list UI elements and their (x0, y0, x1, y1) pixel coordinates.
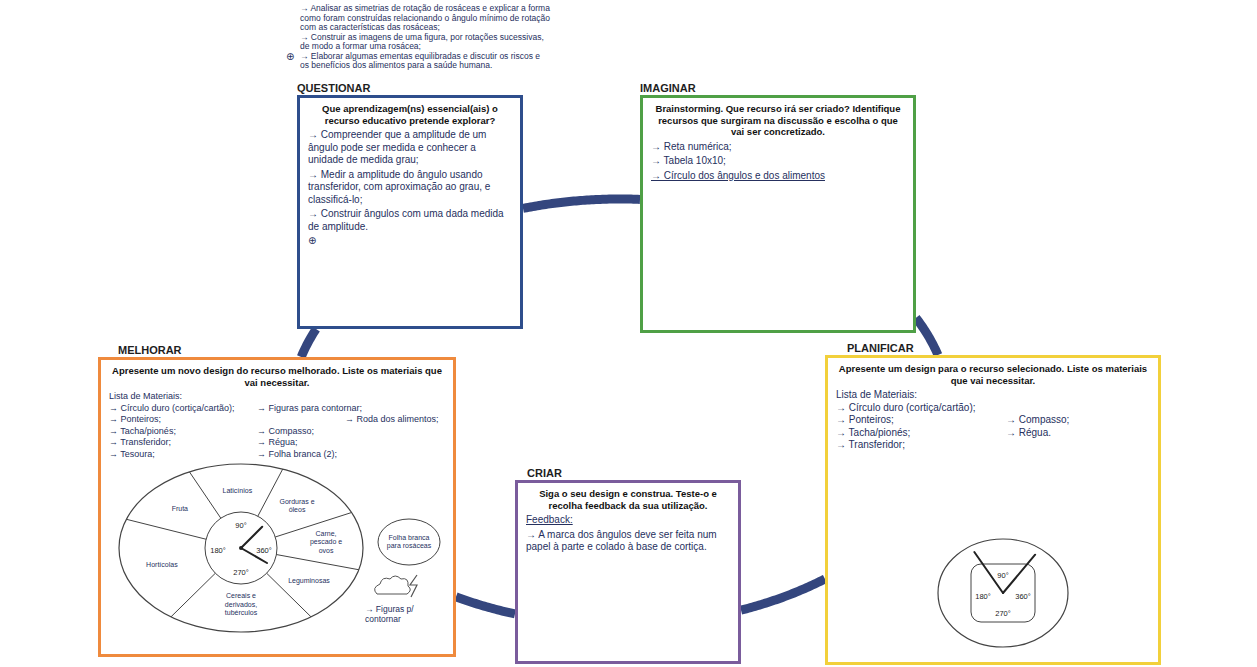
materials-list: → Círculo duro (cortiça/cartão);→ Pontei… (836, 402, 1150, 452)
angle-circle-node: 90° 180° 360° 270° (936, 537, 1070, 649)
prompt-text: Siga o seu design e construa. Teste-o e … (526, 488, 730, 511)
stage-heading: QUESTIONAR (297, 81, 523, 95)
material-item: → Ponteiros; (836, 414, 1006, 427)
material-item: → Transferidor; (109, 437, 257, 449)
sketch-note: → Figuras p/ contornar (365, 604, 445, 624)
handwritten-note: Feedback: (526, 514, 730, 527)
objectives-note: → Analisar as simetrias de rotação de ro… (300, 4, 550, 71)
cycle-connector (741, 579, 825, 610)
sector-label: Fruta (172, 505, 188, 513)
objective-line: → Construir as imagens de uma figura, po… (300, 33, 550, 52)
angle-label: 180° (210, 546, 226, 555)
handwritten-note: → Construir ângulos com uma dada medida … (308, 208, 512, 233)
material-item: → Régua. (1006, 427, 1150, 440)
stage-box: CRIAR Siga o seu design e construa. Teste… (515, 466, 741, 664)
sector-label: Hortícolas (146, 561, 178, 569)
material-item: → Círculo duro (cortiça/cartão); (836, 402, 1006, 415)
handwritten-note: ⊕ (308, 235, 512, 248)
shape-outline (936, 537, 1070, 649)
angle-label: 360° (256, 546, 272, 555)
stage-heading: CRIAR (515, 466, 741, 480)
prompt-text: Que aprendizagem(ns) essencial(ais) o re… (308, 103, 512, 126)
material-item: → Figuras para contornar; (257, 403, 445, 415)
handwritten-note: → Círculo dos ângulos e dos alimentos (651, 170, 905, 183)
prompt-text: Apresente um design para o recurso selec… (836, 363, 1150, 386)
sector-label: Laticínios (223, 487, 253, 495)
angle-label: 270° (233, 568, 249, 577)
box-frame: Apresente um novo design do recurso melh… (98, 357, 456, 657)
material-item: → Régua; (257, 437, 345, 449)
angle-circle (205, 512, 277, 584)
objective-line: → Analisar as simetrias de rotação de ro… (300, 4, 550, 33)
box-frame: Apresente um design para o recurso selec… (825, 355, 1161, 665)
material-item: → Compasso; (257, 426, 345, 438)
cycle-connector (523, 199, 640, 208)
food-wheel (119, 464, 363, 632)
circled-mark: ⊕ (286, 51, 294, 62)
angle-label: 90° (235, 521, 246, 530)
prompt-text: Brainstorming. Que recurso irá ser criad… (651, 103, 905, 138)
stage-heading: MELHORAR (98, 343, 456, 357)
pointer-hand (241, 527, 262, 548)
angle-label: 90° (997, 570, 1008, 579)
material-item: → Ponteiros; (109, 414, 257, 426)
sector-label: Gorduras e óleos (277, 497, 317, 514)
stage-box: MELHORAR Apresente um novo design do recu… (98, 343, 456, 657)
objective-line: → Elaborar algumas ementas equilibradas … (300, 52, 550, 71)
lightning-sketch (410, 575, 417, 597)
stage-box: QUESTIONAR Que aprendizagem(ns) essencial… (297, 81, 523, 329)
drawing-area: Gorduras e óleos LaticíniosFrutaCarne, pe… (109, 460, 445, 636)
stage-box: IMAGINAR Brainstorming. Que recurso irá s… (640, 81, 916, 333)
angle-label: 180° (975, 591, 991, 600)
material-item: → Roda dos alimentos; (345, 414, 445, 426)
cloud-outline (375, 576, 411, 594)
sheet-circle (378, 519, 440, 565)
cloud-sketch (371, 572, 431, 600)
material-item: → Tesoura; (109, 449, 257, 461)
sheet-node: Folha branca para rosáceas (377, 518, 441, 566)
sector-line (189, 472, 220, 518)
handwritten-note: Lista de Materiais: (836, 389, 1150, 402)
materials-list: → Círculo duro (cortiça/cartão);→ Figura… (109, 403, 445, 461)
stage-heading: IMAGINAR (640, 81, 916, 95)
material-item: → Compasso; (1006, 414, 1150, 427)
sector-line (276, 555, 358, 570)
sector-label: Cereais e derivados, tubérculos (213, 593, 269, 618)
cycle-connector (456, 597, 515, 614)
box-frame: Brainstorming. Que recurso irá ser criad… (640, 95, 916, 333)
material-item: → Círculo duro (cortiça/cartão); (109, 403, 257, 415)
handwritten-note: Lista de Materiais: (109, 391, 445, 403)
handwritten-note: → A marca dos ângulos deve ser feita num… (526, 529, 730, 554)
stage-heading: PLANIFICAR (825, 341, 1161, 355)
cycle-connector (301, 329, 316, 357)
sector-line (275, 513, 351, 537)
drawing-area: 90° 180° 360° 270° (836, 452, 1150, 652)
sector-label: Carne, pescado e ovos (306, 530, 346, 555)
handwritten-note: → Medir a amplitude do ângulo usando tra… (308, 169, 512, 207)
handwritten-note: → Tabela 10x10; (651, 155, 905, 168)
angle-label: Folha branca para rosáceas (386, 534, 432, 551)
handwritten-note: → Reta numérica; (651, 141, 905, 154)
cycle-connector (916, 318, 938, 355)
sector-label: Leguminosas (288, 577, 330, 585)
food-wheel-node: Gorduras e óleos LaticíniosFrutaCarne, pe… (117, 462, 365, 634)
material-item: → Transferidor; (836, 439, 1006, 452)
sector-line (171, 573, 215, 617)
angle-label: 270° (995, 608, 1011, 617)
prompt-text: Apresente um novo design do recurso melh… (109, 365, 445, 388)
material-item: → Folha branca (2); (257, 449, 345, 461)
box-frame: Siga o seu design e construa. Teste-o e … (515, 480, 741, 664)
stage-box: PLANIFICAR Apresente um design para o rec… (825, 341, 1161, 665)
sector-line (258, 469, 283, 516)
material-item: → Tacha/pionés; (109, 426, 257, 438)
pin-dot (239, 546, 243, 550)
angle-label: 360° (1015, 591, 1031, 600)
sector-line (126, 519, 206, 539)
handwritten-note: → Compreender que a amplitude de um ângu… (308, 129, 512, 167)
material-item: → Tacha/pionés; (836, 427, 1006, 440)
cork-circle (938, 539, 1068, 647)
box-frame: Que aprendizagem(ns) essencial(ais) o re… (297, 95, 523, 329)
